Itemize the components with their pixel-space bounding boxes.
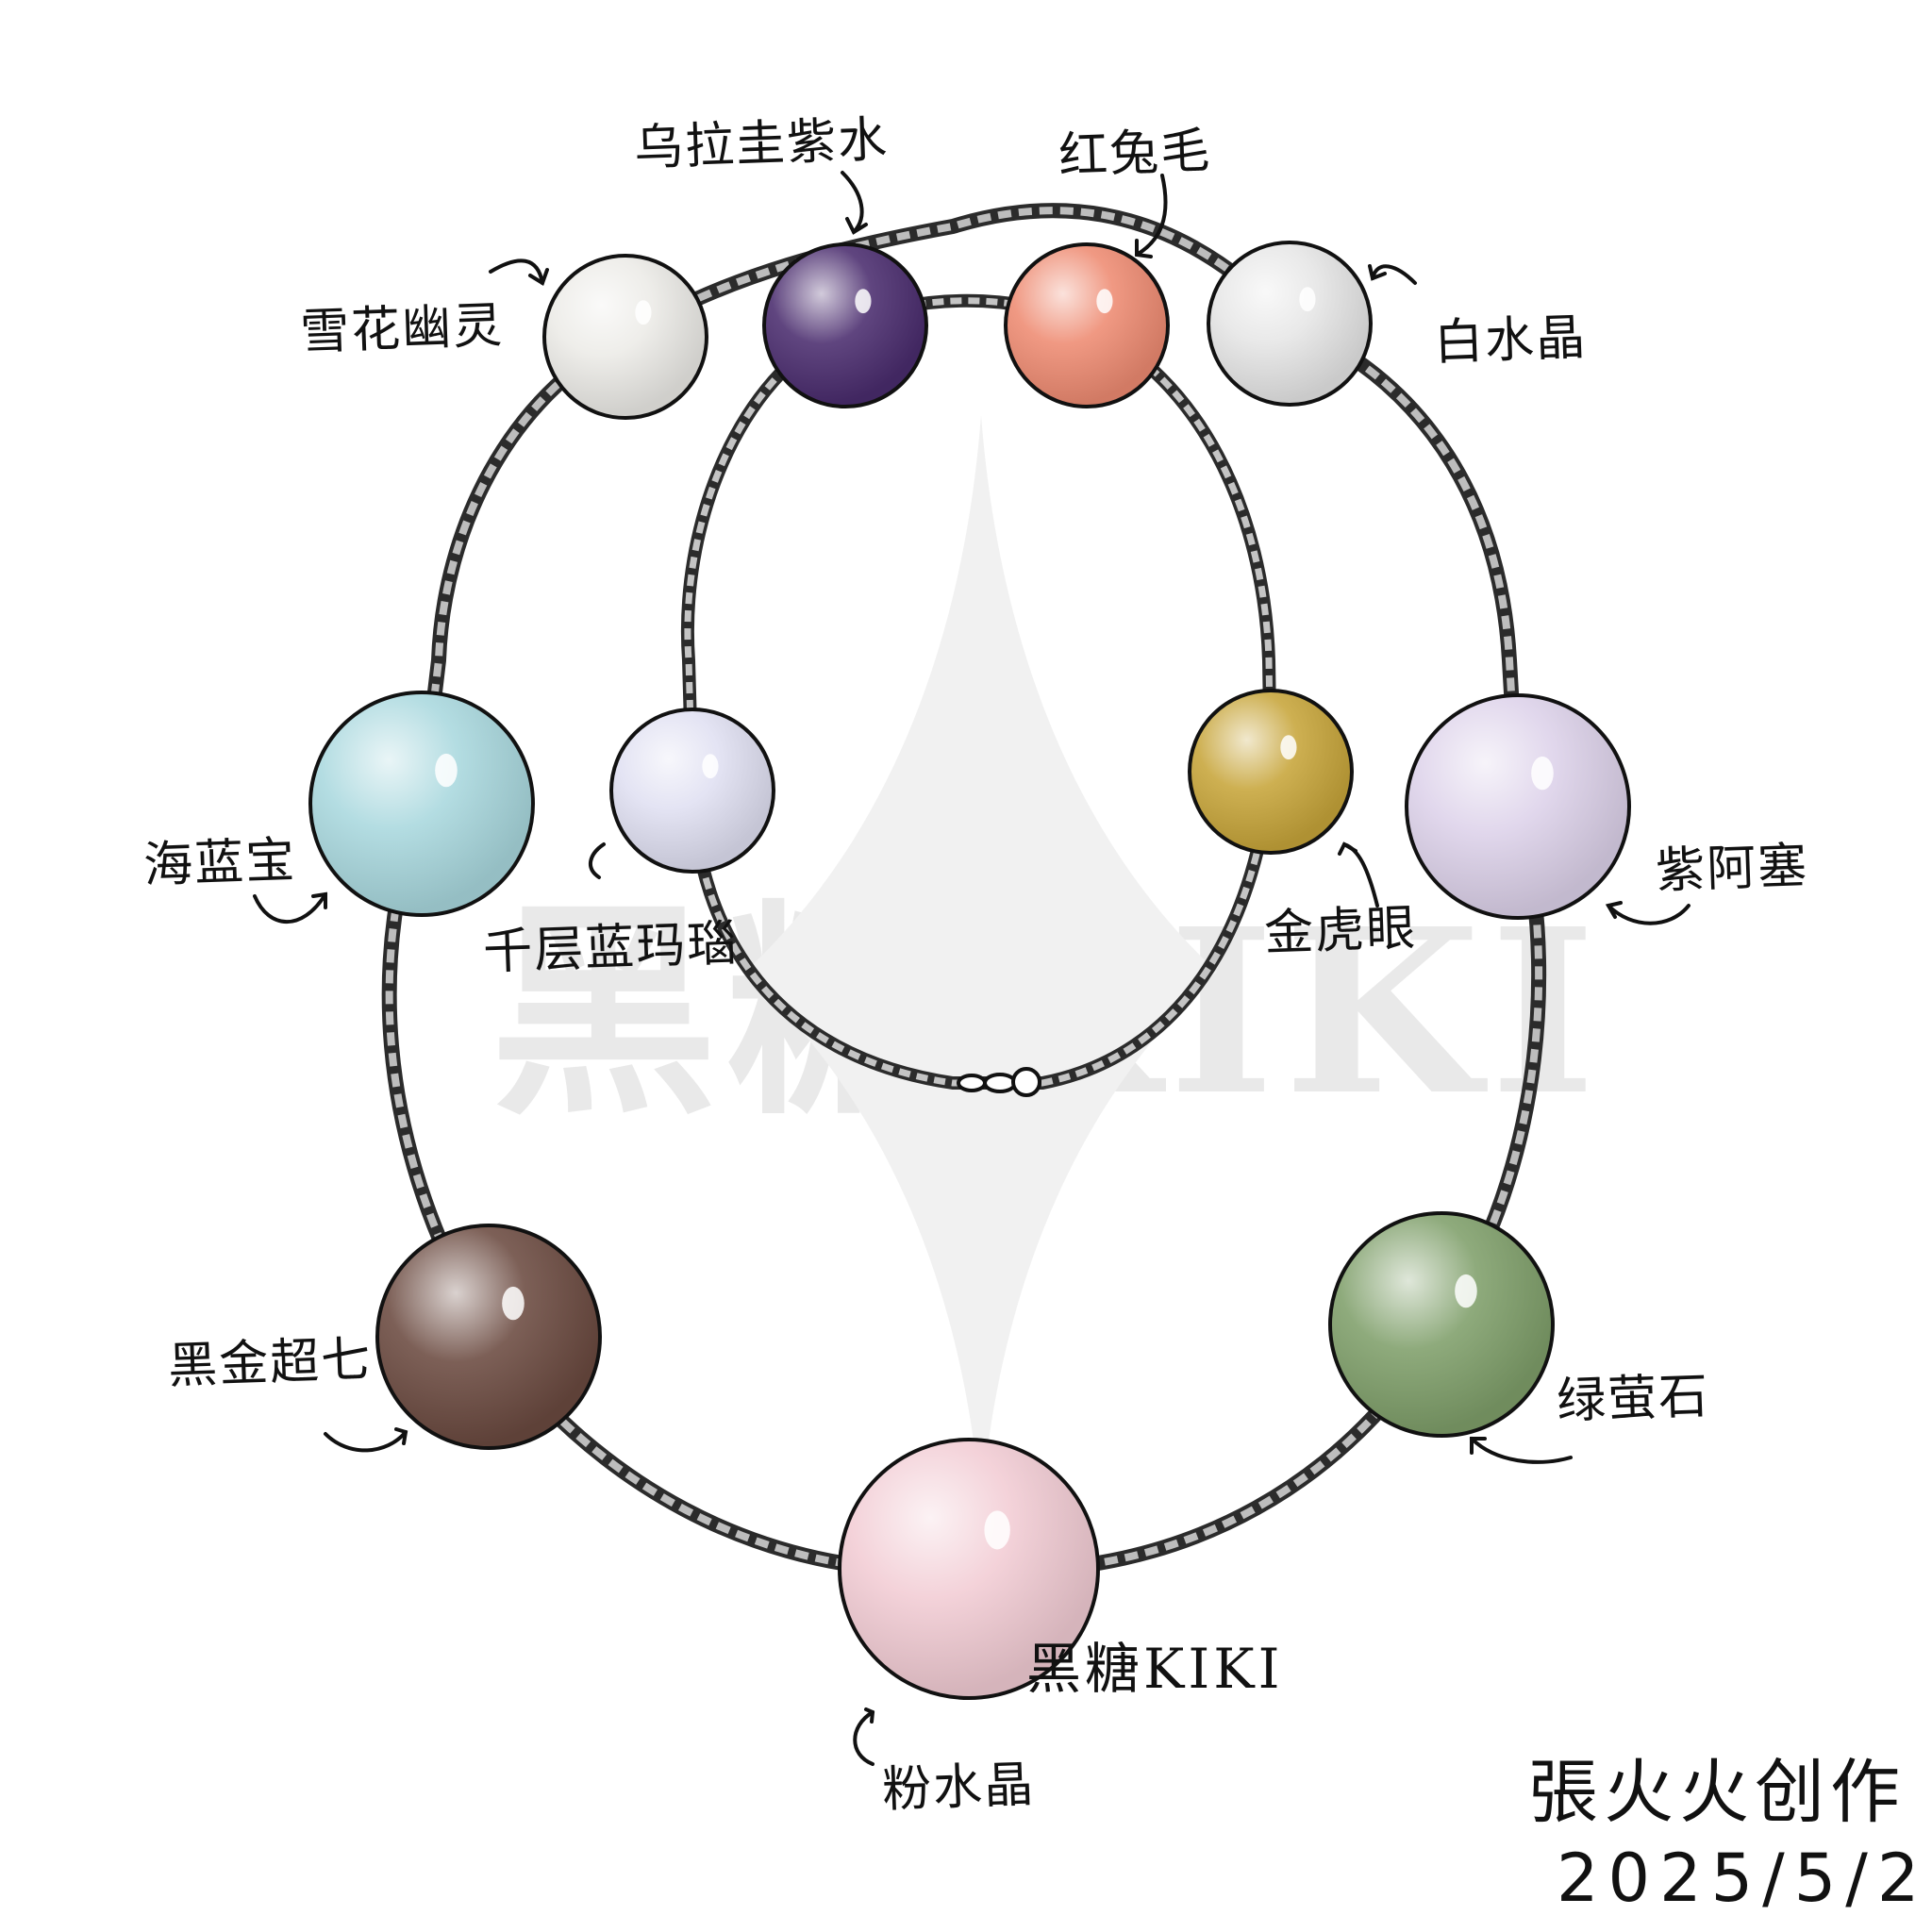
signature-date: 2025/5/21 (1557, 1840, 1932, 1917)
bead-label: 粉水晶 (881, 1757, 1037, 1819)
bead-label: 红兔毛 (1058, 123, 1213, 185)
arrow-head-icon (311, 891, 327, 909)
arrow-icon (1371, 264, 1417, 285)
arrow-head-icon (1368, 264, 1387, 281)
bead-label: 紫阿塞 (1655, 838, 1810, 900)
arrow-icon (1607, 904, 1690, 925)
arrow-icon (841, 171, 864, 234)
arrow-head-icon (528, 268, 549, 286)
bead-green-fluorite (1328, 1211, 1555, 1438)
bead-blue-lace-agate (609, 708, 775, 874)
bead-label: 绿萤石 (1556, 1368, 1711, 1430)
lobster-clasp-icon (957, 1067, 1041, 1097)
bead-label: 雪花幽灵 (299, 297, 506, 361)
bead-aquamarine (308, 691, 535, 917)
bead-label: 黑金超七 (167, 1331, 374, 1395)
bead-label: 金虎眼 (1263, 900, 1419, 962)
brand-label: 黑糖KIKI (1026, 1637, 1284, 1701)
arrow-head-icon (1338, 841, 1357, 856)
arrow-icon (853, 1710, 874, 1766)
arrow-icon (489, 258, 544, 285)
arrow-head-icon (845, 217, 868, 235)
arrow-icon (253, 892, 327, 924)
arrow-icon (1135, 174, 1168, 257)
bead-black-gold-super-seven (375, 1224, 602, 1450)
arrow-head-icon (394, 1427, 408, 1445)
arrow-icon (1470, 1437, 1573, 1464)
bead-rose-quartz (838, 1438, 1100, 1700)
arrow-head-icon (864, 1707, 875, 1724)
bead-uruguay-amethyst (762, 242, 928, 408)
bead-purple-azeztulite (1405, 693, 1631, 920)
bead-label: 海蓝宝 (142, 832, 298, 894)
watermark-diamond-shape (745, 415, 1217, 1509)
bead-label: 白水晶 (1433, 309, 1589, 372)
pointer-arrows (253, 171, 1690, 1766)
arrow-icon (589, 842, 606, 879)
arrow-head-icon (1605, 901, 1623, 919)
arrow-head-icon (1135, 239, 1153, 258)
beads (308, 241, 1631, 1700)
arrow-head-icon (1470, 1437, 1487, 1455)
bead-golden-tiger-eye (1188, 689, 1354, 855)
bead-snowflake-phantom (542, 254, 708, 420)
author-signature: 張火火创作 (1528, 1752, 1906, 1833)
bead-label: 乌拉圭紫水 (633, 111, 891, 177)
arrow-icon (324, 1430, 408, 1453)
bead-red-rabbit-hair (1004, 242, 1170, 408)
bead-clear-quartz (1207, 241, 1373, 407)
bead-label: 千层蓝玛瑙 (482, 915, 740, 981)
